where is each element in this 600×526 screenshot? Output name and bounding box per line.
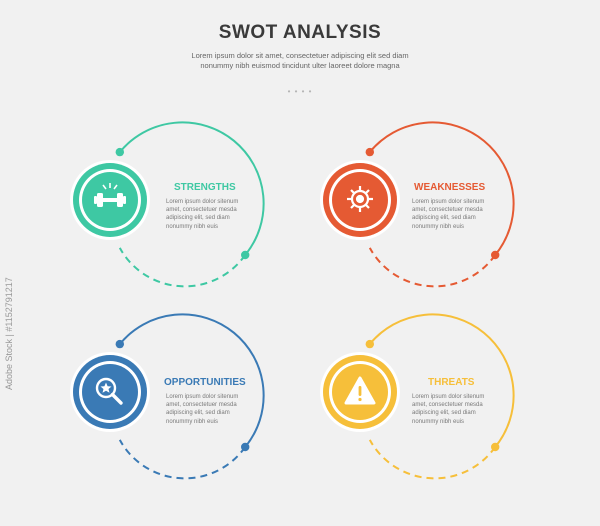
stock-watermark: Adobe Stock | #1152791217: [4, 277, 14, 390]
weaknesses-ring-dashed: [368, 247, 497, 288]
threats-ring-start-dot: [365, 339, 374, 349]
magnifier-star-icon: [95, 377, 123, 405]
strengths-ring-end-dot: [241, 250, 250, 260]
opportunities-ring-start-dot: [115, 339, 125, 349]
page-title: SWOT ANALYSIS: [218, 22, 382, 43]
weaknesses-ring-solid: [369, 121, 515, 256]
opportunities-label: OPPORTUNITIES: [164, 377, 246, 388]
weaknesses-ring-end-dot: [491, 250, 500, 260]
warning-icon: [344, 376, 376, 405]
opportunities-ring-dashed: [118, 439, 247, 480]
opportunities-description: Lorem ipsum dolor sitenum amet, consecte…: [166, 394, 239, 425]
threats-ring-dashed: [368, 439, 497, 480]
barbell-icon: [94, 183, 126, 207]
strengths-ring-dashed: [118, 247, 247, 288]
opportunities-block: [70, 313, 265, 480]
weaknesses-ring-start-dot: [365, 147, 374, 157]
threats-ring-solid: [369, 313, 515, 448]
strengths-description: Lorem ipsum dolor sitenum amet, consecte…: [166, 199, 239, 230]
opportunities-ring-end-dot: [241, 442, 250, 452]
strengths-label: STRENGTHS: [174, 182, 236, 193]
threats-ring-end-dot: [491, 442, 500, 452]
divider-dots: • • • •: [287, 87, 313, 96]
broken-gear-icon: [347, 186, 373, 212]
opportunities-ring-solid: [119, 313, 265, 448]
page-subtitle: Lorem ipsum dolor sit amet, consectetuer…: [191, 51, 409, 70]
strengths-block: [70, 121, 265, 288]
weaknesses-description: Lorem ipsum dolor sitenum amet, consecte…: [412, 199, 485, 230]
threats-description: Lorem ipsum dolor sitenum amet, consecte…: [412, 394, 485, 425]
strengths-ring-start-dot: [115, 147, 125, 157]
threats-label: THREATS: [428, 377, 475, 388]
strengths-ring-solid: [119, 121, 265, 256]
weaknesses-label: WEAKNESSES: [414, 182, 486, 193]
opportunities-icon-core: [82, 364, 138, 420]
weaknesses-block: [320, 121, 515, 288]
threats-block: [320, 313, 515, 480]
